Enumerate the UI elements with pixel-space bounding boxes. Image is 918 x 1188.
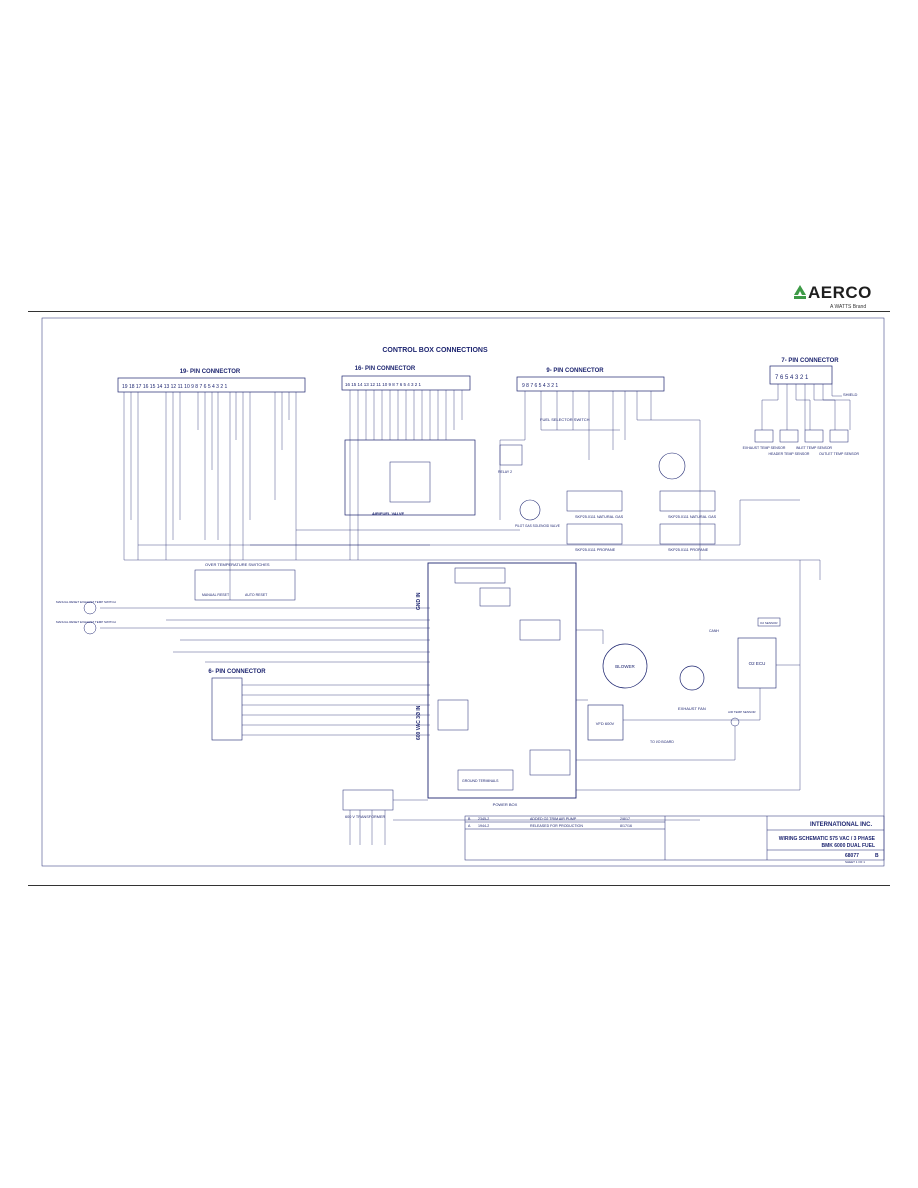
fuel-selector-label: FUEL SELECTOR SWITCH	[540, 417, 590, 422]
drawing-rev: B	[875, 853, 879, 859]
connector-6-label: 6- PIN CONNECTOR	[208, 669, 266, 675]
brand-logo: AERCO A WATTS Brand	[792, 283, 882, 317]
rev-b-date: 2/8/17	[620, 817, 630, 821]
connector-19	[117, 377, 306, 393]
vac-in-label: 600 VAC 3Ø IN	[416, 705, 422, 740]
io-board-label: TO I/O BOARD	[650, 740, 674, 744]
aerco-mark-icon	[794, 285, 806, 299]
air-fuel-valve-module	[389, 461, 431, 503]
drawing-subtitle: BMK 6000 DUAL FUEL	[821, 843, 875, 849]
propane-2-label: SKP25.0111 PROPANE	[668, 548, 709, 552]
wires-19pin	[123, 392, 297, 600]
vfd-box	[587, 704, 624, 741]
manual-reset-switch-2-icon	[83, 621, 97, 635]
shield-label: SHIELD	[843, 392, 858, 397]
canh-label: CANH	[709, 629, 719, 633]
outlet-temp-label: OUTLET TEMP SENSOR	[819, 452, 860, 456]
propane-1-label: SKP25.0111 PROPANE	[575, 548, 616, 552]
power-box-label: POWER BOX	[493, 802, 518, 807]
connector-9	[516, 376, 665, 392]
o2-sensor-box	[757, 617, 781, 627]
title-block	[464, 815, 885, 861]
over-temp-label: OVER TEMPERATURE SWITCHES	[205, 562, 270, 567]
temp-sensors	[754, 429, 849, 443]
drawing-number: 68077	[845, 853, 859, 859]
exhaust-temp-label: EXHAUST TEMP SENSOR	[743, 446, 786, 450]
rev-a-ecn: 1944-2	[478, 824, 489, 828]
gas-actuators	[566, 490, 716, 545]
rev-a-date: 8/17/16	[620, 824, 632, 828]
power-box	[427, 562, 577, 799]
pilot-gas-valve-icon	[658, 452, 686, 480]
natural-gas-1-label: SKP25.0111 NATURAL GAS	[575, 515, 624, 519]
sheet-border	[41, 317, 885, 867]
wires-9pin	[499, 391, 701, 560]
exhaust-fan-label: EXHAUST FAN	[678, 706, 706, 711]
connector-9-pins: 9 8 7 6 5 4 3 2 1	[522, 383, 558, 389]
manual-reset-switch-1-label: MANUAL RESET EXHAUST TEMP SWITCH	[56, 600, 116, 604]
manual-reset-label: MANUAL RESET	[202, 593, 230, 597]
drawing-sheet: SHEET 1 OF 1	[845, 860, 865, 864]
connector-7-pins: 7 6 5 4 3 2 1	[775, 375, 809, 381]
wires-horizontal	[100, 499, 800, 663]
relay-2	[499, 444, 523, 466]
connector-6	[211, 677, 243, 741]
brand-name: AERCO	[808, 283, 872, 302]
wires-6pin	[242, 684, 430, 736]
over-temp-box	[194, 569, 296, 601]
rev-a-desc: RELEASED FOR PRODUCTION	[530, 824, 583, 828]
wires-16pin	[349, 390, 463, 560]
power-box-components	[437, 567, 571, 791]
connector-16-label: 16- PIN CONNECTOR	[355, 366, 416, 372]
o2-ecu-label: O2 ECU	[749, 661, 766, 666]
brand-tagline: A WATTS Brand	[830, 304, 867, 310]
connector-16-pins: 16 15 14 13 12 11 10 9 8 7 6 5 4 3 2 1	[345, 382, 421, 387]
o2-sensor-label: O2 SENSOR	[760, 621, 778, 625]
exhaust-fan-icon	[679, 665, 705, 691]
connector-7-label: 7- PIN CONNECTOR	[781, 358, 839, 364]
rev-b-desc: ADDED O2 TRIM AIR PUMP	[530, 817, 577, 821]
transformer-label: 600 V TRANSFORMER	[345, 815, 385, 819]
rev-b-ecn: 2345-2	[478, 817, 489, 821]
connector-9-label: 9- PIN CONNECTOR	[546, 368, 604, 374]
air-temp-label: AIR TEMP SENSOR	[728, 710, 756, 714]
pilot-gas-label: PILOT GAS SOLENOID VALVE	[515, 524, 560, 528]
wires-transformer	[349, 799, 700, 845]
ground-terminals-label: GROUND TERMINALS	[462, 779, 499, 783]
gnd-in-label: GND IN	[416, 592, 422, 610]
natural-gas-2-label: SKP25.0111 NATURAL GAS	[668, 515, 717, 519]
rev-a-code: A	[468, 824, 471, 828]
wires-right	[576, 559, 821, 791]
inlet-temp-label: INLET TEMP SENSOR	[796, 446, 833, 450]
header-rule	[28, 311, 890, 312]
blower-label: BLOWER	[615, 664, 635, 669]
diagram-title: CONTROL BOX CONNECTIONS	[382, 347, 488, 354]
rev-b-code: B	[468, 817, 471, 821]
vfd-label: VFD 600V	[596, 721, 615, 726]
o2-ecu-box	[737, 637, 777, 689]
blower-icon	[602, 643, 648, 689]
pilot-solenoid-icon	[519, 499, 541, 521]
connector-19-pins: 19 18 17 16 15 14 13 12 11 10 9 8 7 6 5 …	[122, 384, 227, 390]
auto-reset-label: AUTO RESET	[245, 593, 268, 597]
manual-reset-switch-1-icon	[83, 601, 97, 615]
connector-7	[769, 365, 833, 385]
drawing-title: WIRING SCHEMATIC 575 VAC / 3 PHASE	[779, 836, 876, 842]
air-fuel-valve-label: AIR/FUEL VALVE	[372, 511, 405, 516]
relay-2-label: RELAY 2	[498, 470, 512, 474]
air-temp-sensor-icon	[730, 717, 740, 727]
connector-19-label: 19- PIN CONNECTOR	[180, 369, 241, 375]
company-name: INTERNATIONAL INC.	[810, 822, 872, 828]
wires-7pin	[761, 384, 851, 430]
transformer-box	[342, 789, 394, 811]
footer-rule	[28, 885, 890, 886]
header-temp-label: HEADER TEMP SENSOR	[769, 452, 810, 456]
air-fuel-valve-box	[344, 439, 476, 516]
manual-reset-switch-2-label: MANUAL RESET EXHAUST TEMP SWITCH	[56, 620, 116, 624]
